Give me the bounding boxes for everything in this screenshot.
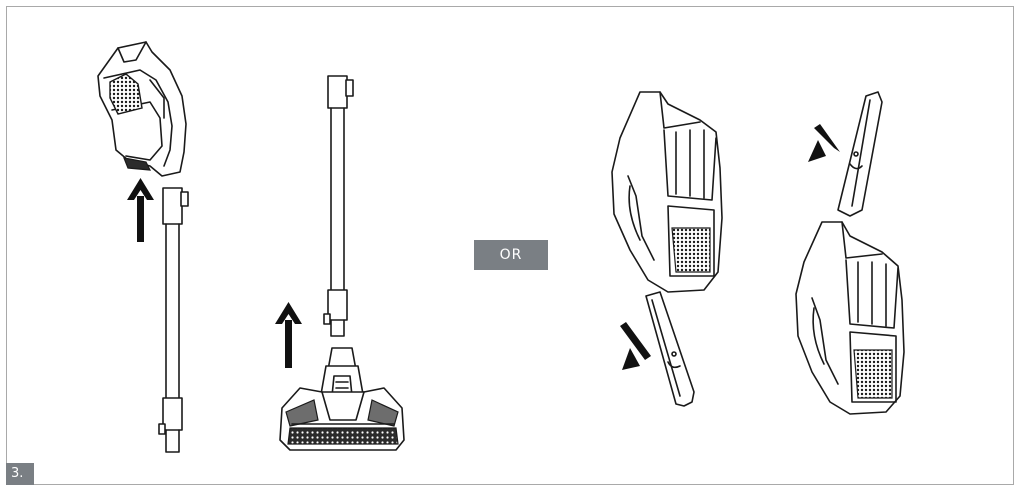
or-badge: OR [474, 240, 548, 270]
crevice-tool-into-handheld-alt-illustration [795, 91, 905, 415]
arrow-down-left-icon [808, 124, 840, 162]
crevice-tool-into-handheld-illustration [611, 91, 723, 407]
step-number-label: 3. [6, 463, 34, 485]
arrow-up-icon [127, 178, 154, 242]
tube-onto-floor-nozzle-illustration [279, 75, 405, 451]
handheld-unit-onto-tube-illustration [97, 41, 189, 453]
arrow-down-left-icon [620, 322, 651, 370]
arrow-up-icon [275, 302, 302, 368]
